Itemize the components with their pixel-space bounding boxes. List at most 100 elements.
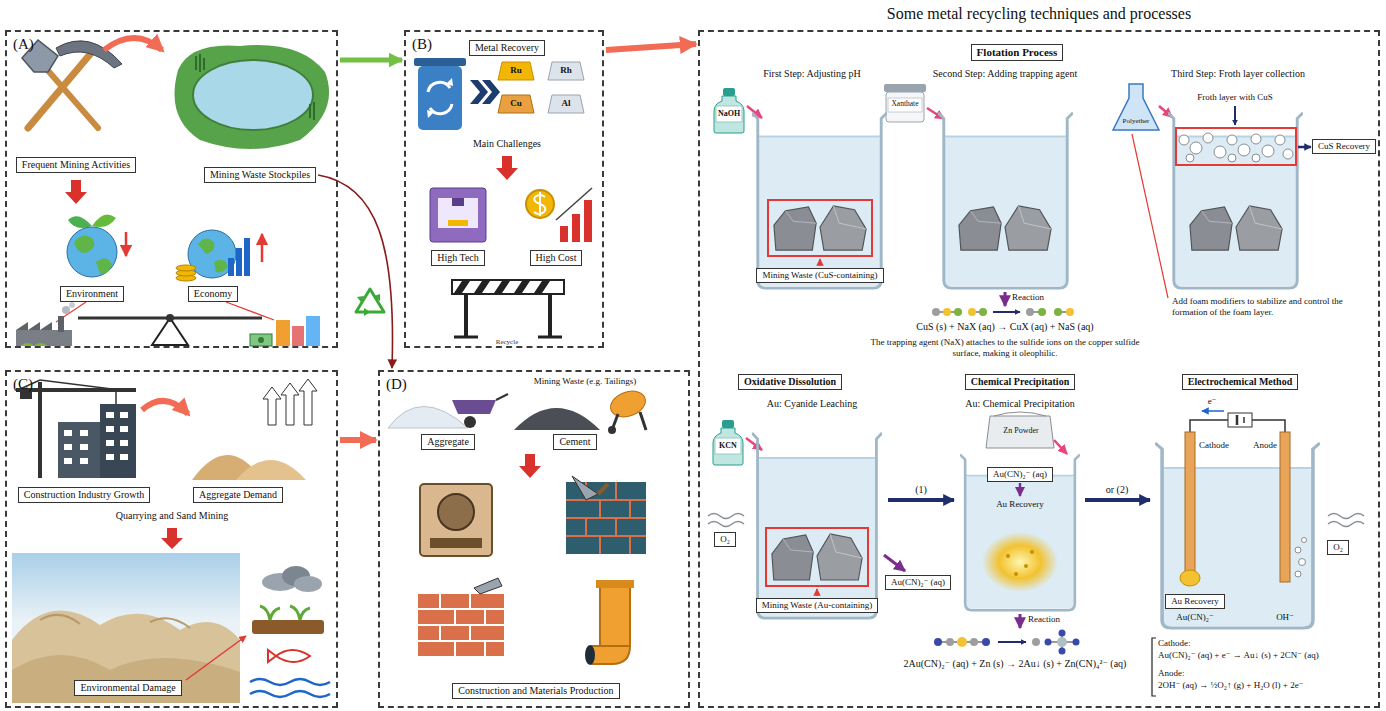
- molecule-reaction: [970, 638, 978, 646]
- mining-tools: [44, 66, 98, 128]
- label-box: Construction and Materials Production: [452, 683, 619, 699]
- electrolytic-cell: [1228, 413, 1252, 427]
- molecule-reaction: [954, 308, 962, 316]
- barrier-icon: [454, 336, 478, 339]
- label-box: Aggregate Demand: [193, 487, 283, 503]
- economy-globe: [198, 238, 228, 272]
- flow-arrow: [65, 180, 87, 204]
- panel-letter: (C): [13, 375, 33, 393]
- damage-icons: [186, 636, 246, 680]
- label-box: CuS Recovery: [1312, 139, 1376, 154]
- label-box: Cement: [553, 434, 596, 450]
- city-money-icon: [292, 326, 304, 346]
- damage-icons: [186, 566, 330, 697]
- box-text: Mining Waste Stockpiles: [210, 169, 310, 180]
- crane-building: [64, 412, 128, 464]
- text-label: The trapping agent (NaX) attaches to the…: [860, 337, 1150, 359]
- flow-arrow: [142, 401, 188, 414]
- trowel-wall-icon: [566, 482, 646, 554]
- trowel-wall-icon: [572, 476, 598, 500]
- label-box: Au(CN)₂⁻ (aq): [885, 575, 951, 590]
- box-text: Cement: [559, 436, 590, 447]
- label-box: Economy: [188, 286, 238, 302]
- oxygen-waves: [708, 514, 744, 527]
- text-label: Third Step: Froth layer collection: [1171, 68, 1305, 80]
- beaker-froth: [1262, 145, 1274, 157]
- beaker: [1030, 550, 1034, 554]
- text-label: Main Challenges: [473, 138, 541, 150]
- economy-globe: [261, 234, 264, 262]
- panel-letter: (D): [386, 375, 407, 393]
- beaker: [1006, 554, 1010, 558]
- down-arrow: [161, 528, 183, 549]
- reagent-bottle: [713, 420, 762, 465]
- factory-icon: [62, 306, 70, 314]
- beaker-froth: [1168, 106, 1311, 288]
- pipe-icon: [600, 584, 630, 646]
- label-box: Metal Recovery: [469, 40, 545, 56]
- electrolytic-cell: [1202, 410, 1224, 412]
- molecule-reaction: [968, 308, 976, 316]
- trowel-wall-icon: [566, 476, 646, 554]
- text-label: Au: Chemical Precipitation: [965, 398, 1074, 410]
- xanthate-jar: [888, 98, 922, 112]
- process-arrow: [1085, 498, 1150, 502]
- cost-icon: [560, 226, 568, 242]
- crane-building: [16, 380, 136, 478]
- sand-piles: [281, 383, 299, 425]
- quarry-photo: [40, 615, 190, 628]
- label-box: Chemical Precipitation: [965, 374, 1075, 390]
- text-label: CuS (s) + NaX (aq) → CuX (aq) + NaS (aq): [916, 321, 1093, 333]
- label-box: Oxidative Dissolution: [738, 374, 842, 390]
- brick-wall-icon: [418, 594, 504, 656]
- molecule-reaction: [934, 630, 1080, 655]
- text-label: Cathode: [1199, 440, 1229, 451]
- chevrons: [482, 80, 500, 104]
- barrier-icon: [548, 292, 552, 336]
- recycling-bin: [427, 78, 453, 118]
- tailings-pond: [174, 45, 329, 149]
- electrolytic-cell: [1295, 571, 1301, 577]
- beaker: [959, 206, 1051, 250]
- molecule-reaction: [1059, 648, 1066, 655]
- electrolytic-cell: [1185, 432, 1195, 582]
- beaker: [752, 113, 887, 288]
- cement-pile: [640, 412, 646, 430]
- molecule-reaction: [1059, 630, 1066, 637]
- beaker-froth: [1283, 149, 1293, 159]
- box-text: Au(CN)₂⁻ (aq): [891, 577, 945, 587]
- quarry-photo: [12, 553, 240, 703]
- molecule-reaction: [957, 637, 967, 647]
- barrier-icon: [464, 292, 468, 336]
- text-label: e⁻: [1208, 396, 1217, 407]
- printer-icon: [430, 188, 486, 242]
- text-label: Au(CN)₂⁻ (aq) + e⁻ → Au↓ (s) + 2CN⁻ (aq): [1158, 650, 1319, 661]
- molecule-reaction: [1073, 639, 1080, 646]
- beaker-froth: [1238, 144, 1250, 156]
- metal-bars: [548, 95, 584, 113]
- box-text: O₂: [1333, 542, 1343, 552]
- crane-building: [100, 404, 136, 478]
- label-box: Flotation Process: [971, 44, 1064, 61]
- text-label: OH⁻: [1276, 612, 1294, 623]
- box-text: Flotation Process: [977, 46, 1058, 58]
- sand-piles: [263, 387, 281, 425]
- cost-icon: [526, 190, 554, 218]
- label-box: Electrochemical Method: [1182, 374, 1299, 390]
- box-text: Au(CN)₂⁻ (aq): [993, 469, 1047, 479]
- text-label: Rh: [560, 65, 572, 76]
- label-box: High Cost: [530, 250, 583, 266]
- recycling-bin: [414, 58, 466, 130]
- damage-icons: [252, 620, 324, 634]
- aggregate-pile: [388, 394, 508, 428]
- cement-pile: [608, 426, 616, 434]
- economy-globe: [236, 248, 242, 276]
- text-label: Reaction: [1012, 292, 1044, 303]
- mining-tools: [22, 40, 122, 128]
- beaker: [884, 555, 905, 571]
- beaker-froth: [1252, 154, 1260, 162]
- printer-icon: [438, 198, 478, 228]
- beaker-froth: [1275, 135, 1285, 145]
- trowel-wall-icon: [598, 484, 608, 494]
- beaker: [1019, 483, 1022, 496]
